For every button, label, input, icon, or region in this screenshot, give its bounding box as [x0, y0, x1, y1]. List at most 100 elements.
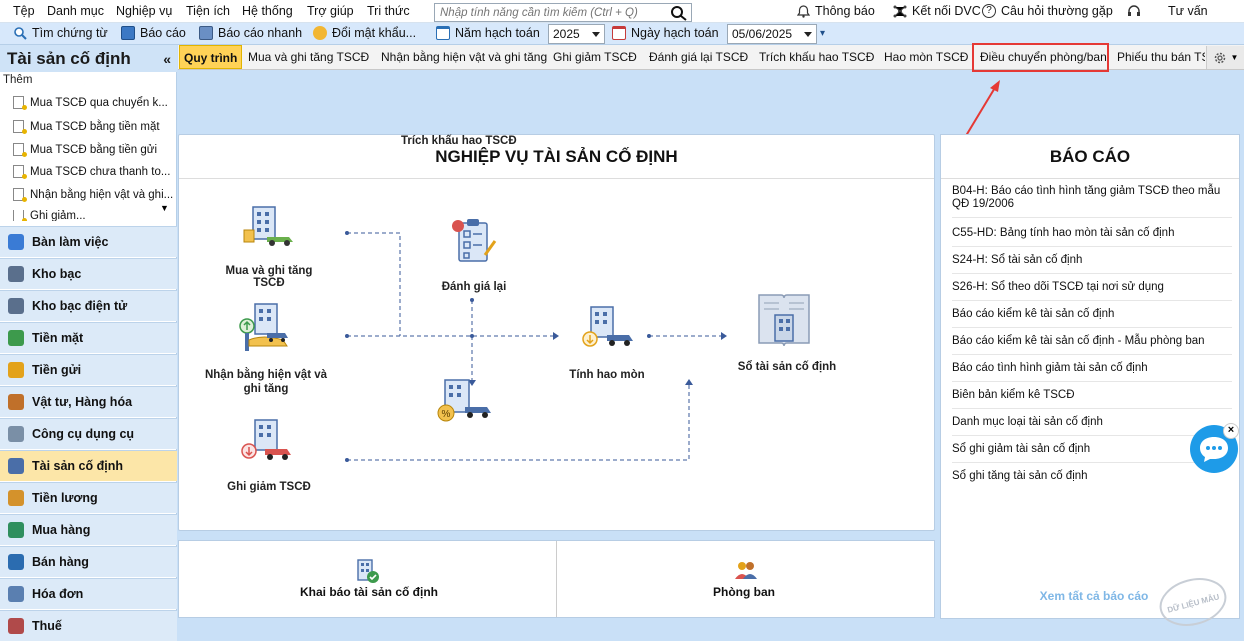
asset-ledger-icon[interactable] [751, 287, 817, 353]
department-icon[interactable] [734, 559, 758, 581]
fiscal-year-select[interactable]: 2025 [548, 24, 605, 44]
sidebar-link-receive[interactable]: Nhận bằng hiện vật và ghi... [13, 188, 173, 202]
reduce-asset-icon[interactable] [239, 417, 295, 465]
calendar-icon [612, 26, 626, 40]
collapse-icon[interactable]: « [163, 51, 171, 67]
sidebar-link-label: Mua TSCĐ qua chuyển k... [30, 96, 168, 109]
depreciation-icon[interactable]: % [435, 377, 495, 427]
module-cash[interactable]: Tiền mặt [0, 322, 177, 353]
module-tax[interactable]: Thuế [0, 610, 177, 641]
report-item[interactable]: Báo cáo kiểm kê tài sản cố định [952, 308, 1232, 328]
notification-label: Thông báo [815, 4, 875, 18]
report-button[interactable]: Báo cáo [121, 26, 186, 40]
report-item[interactable]: Danh mục loại tài sản cố định [952, 416, 1232, 436]
tab-receive[interactable]: Nhận bằng hiện vật và ghi tăng [381, 50, 548, 64]
headset-icon[interactable] [1127, 4, 1141, 18]
tools-icon [8, 426, 24, 442]
module-desktop[interactable]: Bàn làm việc [0, 226, 177, 257]
tab-reduce[interactable]: Ghi giảm TSCĐ [553, 50, 637, 64]
module-treasury[interactable]: Kho bạc [0, 258, 177, 289]
menu-catalog[interactable]: Danh mục [47, 4, 104, 18]
module-label: Bàn làm việc [32, 235, 109, 249]
sidebar-link-reduce[interactable]: Ghi giảm... [13, 210, 86, 221]
see-all-reports-link[interactable]: Xem tất cả báo cáo [1039, 589, 1149, 603]
menu-file[interactable]: Tệp [13, 4, 35, 18]
process-title: NGHIỆP VỤ TÀI SẢN CỐ ĐỊNH [435, 147, 678, 166]
receive-asset-icon[interactable] [237, 300, 293, 356]
chevron-down-icon: ▼ [1230, 53, 1239, 62]
scroll-down-icon[interactable]: ▼ [160, 203, 169, 213]
posting-date-label-group: Ngày hạch toán [612, 26, 719, 40]
reports-panel: BÁO CÁO B04-H: Báo cáo tình hình tăng gi… [940, 134, 1240, 619]
consult-link[interactable]: Tư vấn [1168, 4, 1208, 18]
module-label: Hóa đơn [32, 587, 84, 601]
department-label[interactable]: Phòng ban [713, 585, 775, 599]
tab-wear[interactable]: Hao mòn TSCĐ [884, 50, 969, 64]
toolbar-overflow-icon[interactable]: ▾ [820, 28, 826, 39]
menu-help[interactable]: Trợ giúp [307, 4, 354, 18]
tab-transfer-dept[interactable]: Điều chuyển phòng/ban [980, 50, 1107, 64]
module-fixed-assets[interactable]: Tài sản cố định [0, 450, 177, 481]
report-icon [121, 26, 135, 40]
module-salary[interactable]: Tiền lương [0, 482, 177, 513]
faq-link[interactable]: ? Câu hỏi thường gặp [982, 4, 1113, 18]
sidebar-link-buy-unpaid[interactable]: Mua TSCĐ chưa thanh to... [13, 165, 170, 179]
search-icon[interactable] [670, 5, 688, 21]
tab-highlight-box [972, 43, 1109, 72]
tab-process[interactable]: Quy trình [179, 45, 243, 69]
chat-icon [1200, 437, 1228, 462]
find-voucher-button[interactable]: Tìm chứng từ [13, 26, 108, 40]
quick-report-button[interactable]: Báo cáo nhanh [199, 26, 302, 40]
report-item[interactable]: S26-H: Sổ theo dõi TSCĐ tại nơi sử dụng [952, 281, 1232, 301]
declare-asset-label[interactable]: Khai báo tài sản cố định [299, 585, 439, 599]
sidebar-link-buy-cash[interactable]: Mua TSCĐ bằng tiền mặt [13, 120, 160, 134]
close-icon[interactable]: × [1223, 423, 1239, 439]
buy-asset-icon[interactable] [241, 203, 297, 249]
menu-utilities[interactable]: Tiện ích [186, 4, 231, 18]
notification-link[interactable]: Thông báo [797, 4, 875, 18]
report-item[interactable]: S24-H: Sổ tài sản cố định [952, 254, 1232, 274]
faq-label: Câu hỏi thường gặp [1001, 4, 1113, 18]
posting-date-input[interactable]: 05/06/2025 [727, 24, 817, 44]
module-sales[interactable]: Bán hàng [0, 546, 177, 577]
tab-buy[interactable]: Mua và ghi tăng TSCĐ [248, 50, 370, 64]
report-item[interactable]: Sổ ghi tăng tài sản cố định [952, 470, 1088, 482]
report-item[interactable]: C55-HD: Bảng tính hao mòn tài sản cố địn… [952, 227, 1232, 247]
report-item[interactable]: Báo cáo tình hình giảm tài sản cố định [952, 362, 1232, 382]
module-invoice[interactable]: Hóa đơn [0, 578, 177, 609]
tab-revalue[interactable]: Đánh giá lại TSCĐ [649, 50, 749, 64]
menu-operations[interactable]: Nghiệp vụ [116, 4, 173, 18]
process-panel: NGHIỆP VỤ TÀI SẢN CỐ ĐỊNH Mua và ghi tăn… [178, 134, 935, 531]
flow-connectors [345, 231, 727, 462]
search-box[interactable] [434, 3, 692, 22]
module-purchase[interactable]: Mua hàng [0, 514, 177, 545]
report-item[interactable]: Sổ ghi giảm tài sản cố định [952, 443, 1232, 463]
tab-depreciation[interactable]: Trích khấu hao TSCĐ [759, 50, 875, 64]
module-inventory[interactable]: Vật tư, Hàng hóa [0, 386, 177, 417]
module-e-treasury[interactable]: Kho bạc điện tử [0, 290, 177, 321]
fiscal-year-label-group: Năm hạch toán [436, 26, 540, 40]
tab-sale-receipt[interactable]: Phiếu thu bán TSCĐ [1117, 50, 1205, 64]
chat-button[interactable] [1190, 425, 1238, 473]
tab-settings[interactable]: ▼ [1206, 46, 1244, 69]
report-item[interactable]: Biên bản kiểm kê TSCĐ [952, 389, 1232, 409]
asset-declare-icon[interactable] [355, 558, 381, 584]
sidebar-link-buy-deposit[interactable]: Mua TSCĐ bằng tiền gửi [13, 143, 157, 157]
menu-knowledge[interactable]: Tri thức [367, 4, 410, 18]
module-label: Vật tư, Hàng hóa [32, 395, 133, 409]
revalue-icon[interactable] [449, 217, 501, 267]
menu-bar: Tệp Danh mục Nghiệp vụ Tiện ích Hệ thống… [0, 0, 1244, 23]
report-item[interactable]: Báo cáo kiểm kê tài sản cố định - Mẫu ph… [952, 335, 1232, 355]
report-item[interactable]: B04-H: Báo cáo tình hình tăng giảm TSCĐ … [952, 185, 1232, 218]
chevron-down-icon [592, 32, 600, 37]
sidebar-link-label: Ghi giảm... [30, 210, 86, 221]
menu-system[interactable]: Hệ thống [242, 4, 293, 18]
document-icon [13, 96, 27, 110]
wear-icon[interactable] [579, 303, 637, 353]
dvc-link[interactable]: Kết nối DVC [893, 4, 981, 18]
sidebar-link-buy-transfer[interactable]: Mua TSCĐ qua chuyển k... [13, 96, 168, 110]
module-tools[interactable]: Công cụ dụng cụ [0, 418, 177, 449]
module-deposit[interactable]: Tiền gửi [0, 354, 177, 385]
search-input[interactable] [435, 4, 667, 21]
change-password-button[interactable]: Đổi mật khẩu... [313, 26, 416, 40]
